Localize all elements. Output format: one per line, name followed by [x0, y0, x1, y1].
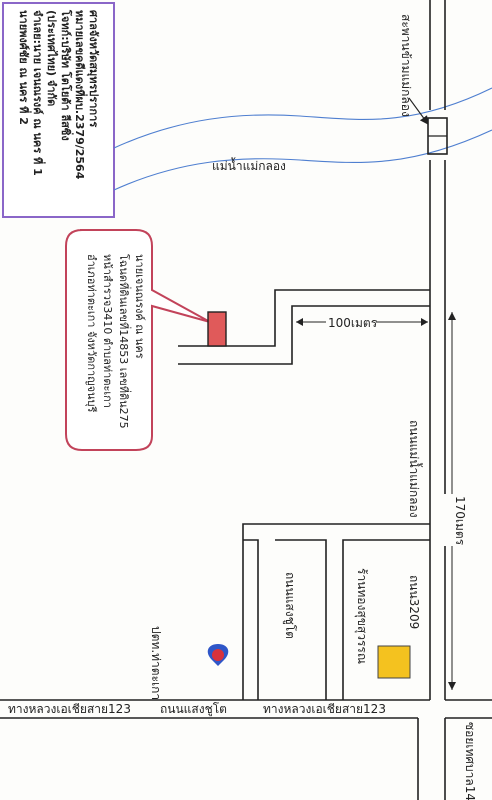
river-bank-lower	[113, 129, 492, 191]
distance-170-label: 170เมตร	[453, 496, 467, 546]
block-edge	[275, 539, 327, 700]
court-line-1: ศาลจังหวัดสมุทรปราการ	[86, 10, 100, 127]
callout-line-2: โฉนดที่ดินเลขที่14853 เลขที่ดิน275	[117, 254, 132, 429]
gold-shop: ร้านทองสุขสุวรรณ	[354, 568, 411, 679]
court-info-box: ศาลจังหวัดสมุทรปราการ หมายเลขคดีแดงที่ผบ…	[2, 2, 115, 218]
land-parcel-marker	[207, 311, 227, 347]
highway-left-label: ทางหลวงเอเชียสาย123	[8, 702, 131, 716]
ptt-logo-inner-icon	[212, 649, 224, 661]
distance-170-arrow-top	[448, 312, 456, 320]
side-road-upper-outer	[242, 523, 430, 700]
callout-line-1: นายเจนณรงค์ ณ นคร	[133, 254, 146, 359]
callout-line-4: อำเภอท่าตะเกา จังหวัดกาญจนบุรี	[85, 254, 98, 413]
court-info-border	[2, 2, 115, 218]
gold-shop-icon	[377, 645, 411, 679]
parcel-callout: นายเจนณรงค์ ณ นคร โฉนดที่ดินเลขที่14853 …	[65, 229, 227, 451]
distance-100-label: 100เมตร	[328, 316, 378, 330]
soi-label: ซอยเทศบาล14	[463, 722, 477, 800]
highway-right-label: ทางหลวงเอเชียสาย123	[263, 702, 386, 716]
court-info-text: ศาลจังหวัดสมุทรปราการ หมายเลขคดีแดงที่ผบ…	[17, 9, 100, 180]
asian-highway: ทางหลวงเอเชียสาย123 ถนนแสงชูโต ทางหลวงเอ…	[0, 699, 492, 719]
distance-100-marker: 100เมตร	[296, 314, 428, 330]
bridge-arrow	[408, 97, 429, 125]
distance-100-arrow-right	[421, 318, 428, 326]
side-road-upper-inner	[342, 539, 430, 700]
court-line-6: นายพงศ์ชัย ณ นคร ที่ 2	[17, 10, 32, 125]
court-line-5: จำเลย:นาย เจนณรงค์ ณ นคร ที่ 1	[31, 10, 46, 176]
distance-170-arrow-bottom	[448, 682, 456, 690]
road-main-label: ถนนแม่น้ำแม่กลอง	[407, 420, 423, 518]
river: แม่น้ำแม่กลอง	[113, 87, 492, 191]
road-sangchuto-label: ถนนแสงชูโต	[282, 572, 297, 639]
gold-shop-label: ร้านทองสุขสุวรรณ	[354, 568, 369, 664]
road-sangchuto-bottom-label: ถนนแสงชูโต	[160, 702, 227, 717]
distance-100-bg	[326, 314, 376, 330]
ptt-station: ปตท.ท่าตะเกา	[149, 626, 229, 700]
access-road-lower	[178, 305, 430, 365]
road-3209-label: ถนน3209	[407, 575, 421, 629]
river-label: แม่น้ำแม่กลอง	[212, 157, 286, 173]
distance-170-marker: 170เมตร	[444, 312, 467, 690]
river-bank-upper	[113, 87, 492, 149]
lower-side-roads	[242, 523, 430, 700]
court-line-3: โจทก์:บริษัท โตโยต้า ลีสซิ่ง	[59, 9, 74, 141]
bridge-label: สะพานข้ามแม่กลอง	[399, 14, 413, 117]
distance-170-bg	[444, 494, 460, 546]
court-line-2: หมายเลขคดีแดงที่ผบ.2379/2564	[73, 10, 88, 180]
distance-100-arrow-left	[296, 318, 303, 326]
court-line-4: (ประเทศไทย) จำกัด	[45, 10, 59, 106]
callout-line-3: หน้าสำรวจ3410 ตำบลท่าตะเกา	[101, 254, 114, 408]
bridge-label-group: สะพานข้ามแม่กลอง	[399, 14, 429, 125]
main-road	[417, 0, 448, 800]
callout-text: นายเจนณรงค์ ณ นคร โฉนดที่ดินเลขที่14853 …	[85, 254, 146, 429]
ptt-label: ปตท.ท่าตะเกา	[149, 626, 163, 700]
sangchuto-right-edge	[243, 539, 259, 690]
callout-bubble	[65, 229, 211, 451]
